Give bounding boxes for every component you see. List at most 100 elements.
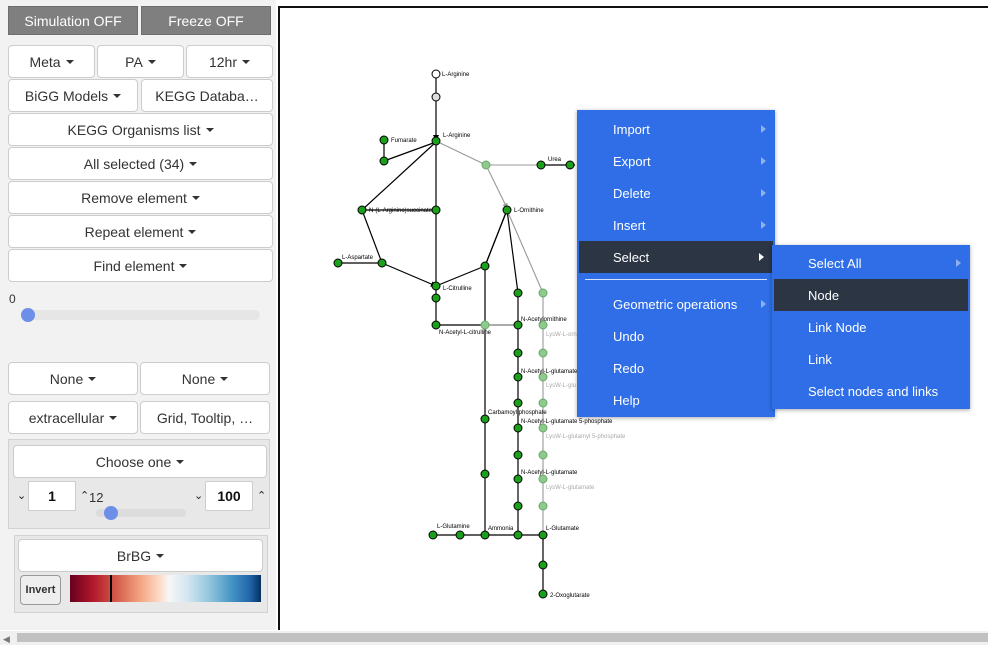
- grid-tooltip-button[interactable]: Grid, Tooltip, …: [140, 401, 270, 434]
- node-label: Ammonia: [488, 526, 514, 532]
- pathway-node[interactable]: [431, 205, 441, 215]
- pathway-node[interactable]: [431, 136, 441, 146]
- pathway-node[interactable]: [480, 414, 490, 424]
- node-label: LysW-L-glu: [546, 383, 576, 389]
- pathway-node[interactable]: [538, 530, 548, 540]
- pathway-node[interactable]: [379, 135, 389, 145]
- compartment-dropdown[interactable]: extracellular: [8, 401, 138, 434]
- horizontal-scrollbar[interactable]: ◀: [0, 631, 988, 645]
- menu-item-geometric-operations[interactable]: Geometric operations: [577, 288, 775, 320]
- pathway-node[interactable]: [480, 469, 490, 479]
- pa-dropdown[interactable]: PA: [97, 45, 184, 78]
- pathway-node[interactable]: [431, 293, 441, 303]
- pathway-node[interactable]: [538, 398, 548, 408]
- scroll-left-icon[interactable]: ◀: [3, 634, 10, 644]
- pathway-node[interactable]: [455, 530, 465, 540]
- pathway-node[interactable]: [480, 320, 490, 330]
- bigg-models-dropdown[interactable]: BiGG Models: [8, 79, 138, 112]
- chevron-down-icon[interactable]: ⌄: [17, 490, 27, 502]
- chevron-up-icon[interactable]: ⌃: [80, 490, 90, 502]
- find-element-dropdown[interactable]: Find element: [8, 249, 273, 282]
- selection-dropdown[interactable]: All selected (34): [8, 147, 273, 180]
- caret-down-icon: [242, 59, 251, 64]
- menu-item-redo[interactable]: Redo: [577, 352, 775, 384]
- pathway-node[interactable]: [481, 160, 491, 170]
- pathway-node[interactable]: [538, 423, 548, 433]
- mid-value-slider[interactable]: [96, 509, 186, 517]
- pathway-node[interactable]: [379, 156, 389, 166]
- kegg-database-button[interactable]: KEGG Databa…: [141, 79, 273, 112]
- pathway-node[interactable]: [480, 530, 490, 540]
- none-right-dropdown[interactable]: None: [140, 362, 270, 395]
- pathway-node[interactable]: [513, 501, 523, 511]
- remove-element-dropdown[interactable]: Remove element: [8, 181, 273, 214]
- submenu-item-link[interactable]: Link: [772, 343, 970, 375]
- chevron-down-icon[interactable]: ⌄: [194, 490, 204, 502]
- menu-item-help[interactable]: Help: [577, 384, 775, 416]
- pathway-node[interactable]: [513, 530, 523, 540]
- pathway-node[interactable]: [538, 450, 548, 460]
- pathway-node[interactable]: [536, 160, 546, 170]
- submenu-item-link-node[interactable]: Link Node: [772, 311, 970, 343]
- pathway-node[interactable]: [565, 160, 575, 170]
- pathway-node[interactable]: [538, 288, 548, 298]
- choose-one-dropdown[interactable]: Choose one: [13, 445, 267, 478]
- pathway-node[interactable]: [431, 92, 441, 102]
- repeat-element-dropdown[interactable]: Repeat element: [8, 215, 273, 248]
- pathway-node[interactable]: [513, 450, 523, 460]
- horizontal-scrollbar-thumb[interactable]: [17, 633, 988, 642]
- menu-item-export[interactable]: Export: [577, 145, 775, 177]
- pathway-node[interactable]: [431, 69, 441, 79]
- pathway-node[interactable]: [513, 320, 523, 330]
- pathway-node[interactable]: [538, 348, 548, 358]
- menu-item-import[interactable]: Import: [577, 113, 775, 145]
- pathway-node[interactable]: [538, 372, 548, 382]
- node-label: N-Acetyl-L-citrulline: [439, 330, 492, 336]
- time-slider-thumb[interactable]: [21, 308, 35, 322]
- mid-value-slider-thumb[interactable]: [104, 506, 119, 520]
- pathway-node[interactable]: [428, 530, 438, 540]
- pathway-node[interactable]: [431, 281, 441, 291]
- max-value-input[interactable]: 100: [205, 481, 253, 511]
- time-dropdown-label: 12hr: [208, 53, 238, 70]
- pathway-node[interactable]: [538, 560, 548, 570]
- pathway-node[interactable]: [502, 205, 512, 215]
- palette-dropdown[interactable]: BrBG: [18, 539, 263, 572]
- pathway-node[interactable]: [513, 348, 523, 358]
- pathway-node[interactable]: [538, 501, 548, 511]
- pathway-node[interactable]: [377, 258, 387, 268]
- pa-dropdown-label: PA: [125, 53, 143, 70]
- submenu-item-select-all[interactable]: Select All: [772, 247, 970, 279]
- pathway-node[interactable]: [333, 258, 343, 268]
- pathway-node[interactable]: [538, 589, 548, 599]
- pathway-node[interactable]: [357, 205, 367, 215]
- node-label: L-Arginine: [442, 72, 470, 78]
- min-value-input[interactable]: 1: [28, 481, 76, 511]
- time-dropdown[interactable]: 12hr: [186, 45, 273, 78]
- pathway-node[interactable]: [513, 288, 523, 298]
- pathway-node[interactable]: [480, 261, 490, 271]
- menu-item-label: Geometric operations: [613, 296, 738, 312]
- pathway-node[interactable]: [431, 320, 441, 330]
- meta-dropdown[interactable]: Meta: [8, 45, 95, 78]
- pathway-graph[interactable]: L-Arginine L-Arginine Fumarate Urea N-(L…: [280, 8, 988, 630]
- pathway-node[interactable]: [538, 320, 548, 330]
- time-slider[interactable]: [21, 310, 260, 320]
- kegg-organisms-dropdown[interactable]: KEGG Organisms list: [8, 113, 273, 146]
- pathway-node[interactable]: [513, 423, 523, 433]
- menu-item-insert[interactable]: Insert: [577, 209, 775, 241]
- submenu-item-select-nodes-and-links[interactable]: Select nodes and links: [772, 375, 970, 407]
- pathway-node[interactable]: [513, 474, 523, 484]
- pathway-node[interactable]: [513, 398, 523, 408]
- menu-item-delete[interactable]: Delete: [577, 177, 775, 209]
- none-left-dropdown[interactable]: None: [8, 362, 138, 395]
- menu-item-select[interactable]: Select: [579, 241, 773, 273]
- pathway-node[interactable]: [538, 474, 548, 484]
- submenu-item-node[interactable]: Node: [774, 279, 968, 311]
- chevron-up-icon[interactable]: ⌃: [257, 490, 267, 502]
- invert-button[interactable]: Invert: [20, 575, 61, 605]
- menu-item-undo[interactable]: Undo: [577, 320, 775, 352]
- freeze-toggle-button[interactable]: Freeze OFF: [141, 6, 271, 35]
- simulation-toggle-button[interactable]: Simulation OFF: [8, 6, 138, 35]
- pathway-node[interactable]: [513, 372, 523, 382]
